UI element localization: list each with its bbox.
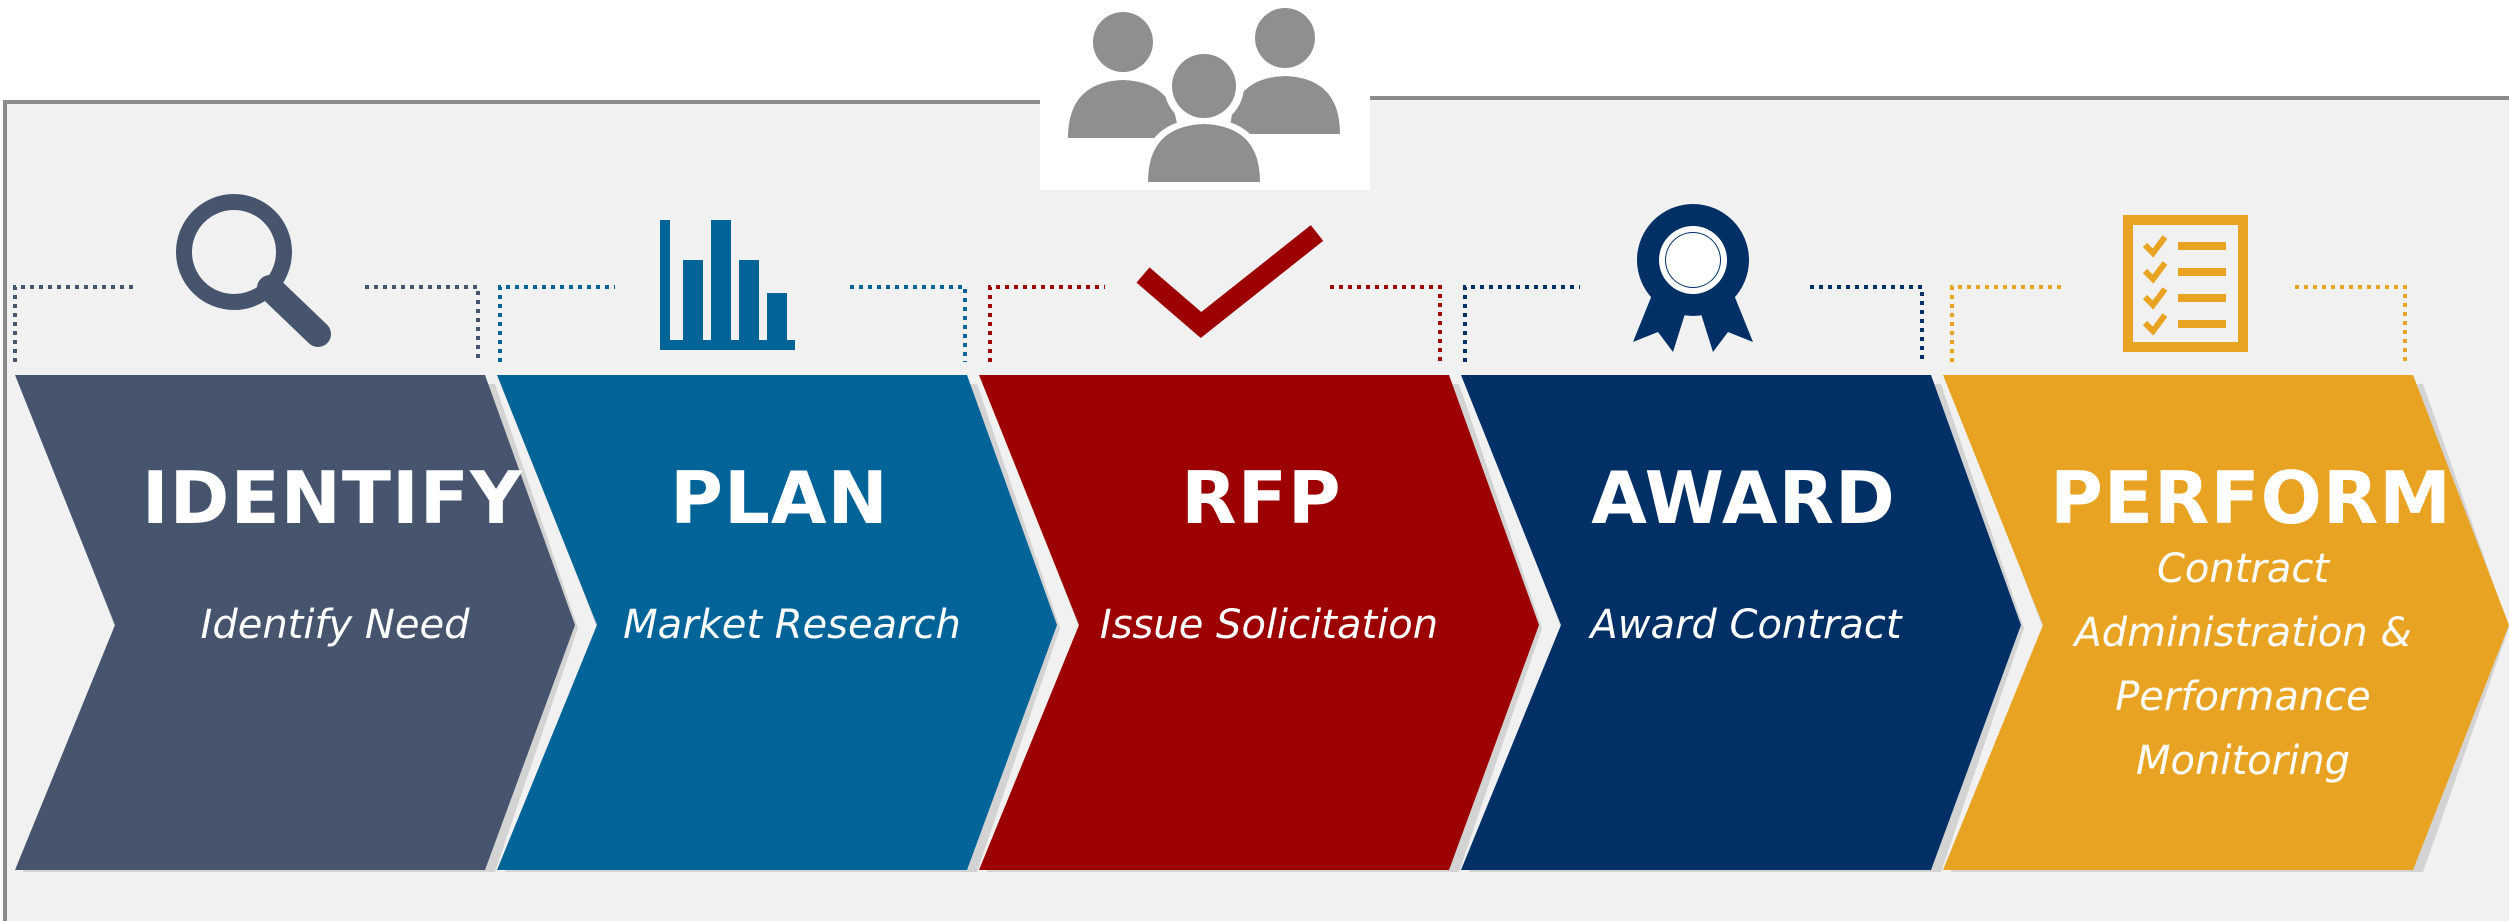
checklist-icon <box>2123 215 2248 352</box>
step-award: AWARD Award Contract <box>1461 370 2026 880</box>
chevron-identify <box>15 375 578 872</box>
magnifier-icon <box>168 190 338 350</box>
step-title-award: AWARD <box>1591 456 1896 540</box>
step-perform: PERFORM Contract Administration & Perfor… <box>1943 370 2509 880</box>
people-group-icon <box>1040 0 1370 190</box>
ribbon-award-icon <box>1628 202 1758 357</box>
step-title-perform: PERFORM <box>2050 456 2452 540</box>
chevron-rfp <box>979 375 1542 872</box>
frame-top-line-left <box>3 100 1043 104</box>
chevron-perform <box>1943 375 2509 872</box>
step-identify: IDENTIFY Identify Need <box>15 370 580 880</box>
step-subtitle-perform: Contract Administration & Performance Mo… <box>2074 546 2412 784</box>
frame-left-line <box>3 100 7 921</box>
step-subtitle-award: Award Contract <box>1590 602 1902 648</box>
step-plan: PLAN Market Research <box>497 370 1062 880</box>
step-rfp: RFP Issue Solicitation <box>979 370 1544 880</box>
bar-chart-icon <box>655 215 800 355</box>
step-subtitle-identify: Identify Need <box>200 602 470 648</box>
step-subtitle-rfp: Issue Solicitation <box>1099 602 1439 648</box>
chevron-award <box>1461 375 2024 872</box>
step-title-rfp: RFP <box>1181 456 1342 540</box>
checkmark-icon <box>1135 225 1325 345</box>
step-title-identify: IDENTIFY <box>141 456 524 540</box>
frame-top-line-right <box>1370 96 2509 100</box>
chevron-plan <box>497 375 1060 872</box>
step-subtitle-plan: Market Research <box>623 602 961 648</box>
step-title-plan: PLAN <box>670 456 889 540</box>
